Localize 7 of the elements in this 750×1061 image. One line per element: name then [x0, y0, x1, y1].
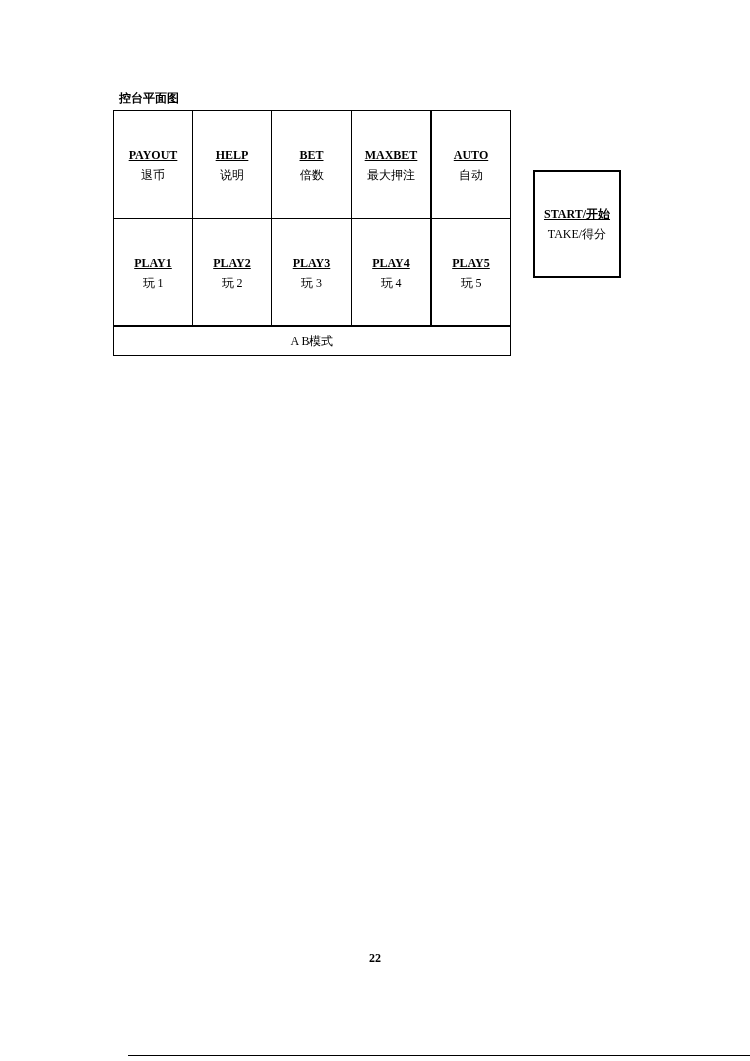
start-button: START/开始 TAKE/得分 [533, 170, 621, 278]
button-cell: PLAY5 玩 5 [430, 218, 511, 327]
button-cell: AUTO 自动 [430, 110, 511, 219]
page-number: 22 [368, 952, 382, 964]
panel-title: 控台平面图 [119, 92, 179, 104]
button-cell: PAYOUT 退币 [113, 110, 193, 219]
mode-strip: A B模式 [113, 325, 511, 356]
